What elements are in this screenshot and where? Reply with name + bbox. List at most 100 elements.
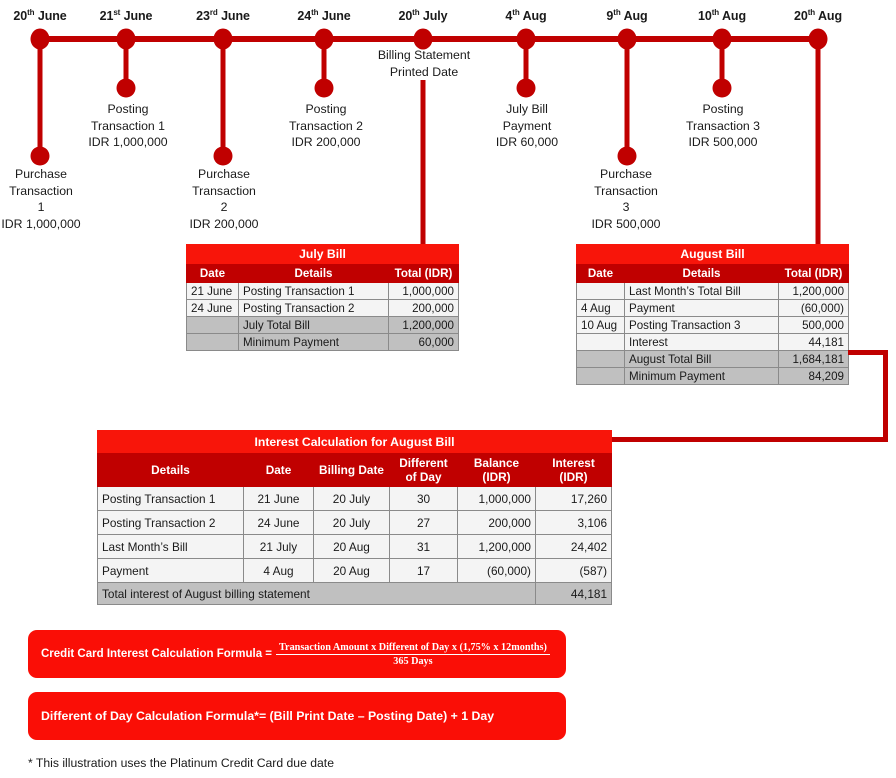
cell-details: Posting Transaction 3 xyxy=(624,316,779,334)
august-bill-title: August Bill xyxy=(575,244,850,264)
table-row: August Total Bill 1,684,181 xyxy=(576,350,850,368)
cell-balance: 1,000,000 xyxy=(457,486,536,511)
interest-table-title: Interest Calculation for August Bill xyxy=(96,430,613,453)
interest-header-billing-date: Billing Date xyxy=(313,452,390,487)
stem-purchase-3 xyxy=(624,42,630,154)
dot-july-bill-payment xyxy=(516,78,536,98)
cell-date xyxy=(576,282,625,300)
table-row: Payment 4 Aug 20 Aug 17 (60,000) (587) xyxy=(97,558,613,583)
cell-date xyxy=(576,333,625,351)
table-row: Minimum Payment 84,209 xyxy=(576,367,850,385)
event-label-purchase-transaction-2: Purchase Transaction 2 IDR 200,000 xyxy=(189,167,259,231)
cell-date: 21 July xyxy=(243,534,314,559)
event-label-billing-statement-printed-date: Billing Statement Printed Date xyxy=(377,48,471,79)
formula-1-label: Credit Card Interest Calculation Formula… xyxy=(41,648,273,660)
cell-total: 1,200,000 xyxy=(777,282,850,300)
table-row: Interest 44,181 xyxy=(576,333,850,351)
connector-interest-segment-vertical xyxy=(883,350,888,442)
cell-total: (60,000) xyxy=(777,299,850,317)
interest-table-title-row: Interest Calculation for August Bill xyxy=(96,430,613,453)
event-label-july-bill-payment: July Bill Payment IDR 60,000 xyxy=(495,102,559,149)
timeline-node-20-june xyxy=(30,28,50,50)
interest-header-balance: Balance (IDR) xyxy=(457,452,536,487)
timeline-date-24-june: 24th June xyxy=(297,8,351,24)
cell-details: July Total Bill xyxy=(238,316,389,334)
event-label-posting-transaction-1: Posting Transaction 1 IDR 1,000,000 xyxy=(88,102,168,149)
interest-calculation-table: Interest Calculation for August Bill Det… xyxy=(96,430,613,605)
cell-details: August Total Bill xyxy=(624,350,779,368)
table-row: July Total Bill 1,200,000 xyxy=(186,316,459,334)
interest-table-header-row: Details Date Billing Date Different of D… xyxy=(97,452,613,487)
july-bill-title-row: July Bill xyxy=(186,244,459,264)
cell-details: Posting Transaction 2 xyxy=(97,510,244,535)
cell-billing-date: 20 Aug xyxy=(313,558,390,583)
cell-interest: 24,402 xyxy=(534,534,613,559)
timeline-node-23-june xyxy=(213,28,233,50)
cell-date: 4 Aug xyxy=(243,558,314,583)
dot-purchase-3 xyxy=(617,146,637,166)
formula-1-fraction: Transaction Amount x Different of Day x … xyxy=(276,642,550,667)
timeline-node-20-july xyxy=(413,28,433,50)
table-row: 24 June Posting Transaction 2 200,000 xyxy=(186,299,459,317)
credit-card-interest-formula-box: Credit Card Interest Calculation Formula… xyxy=(28,630,566,678)
cell-date: 21 June xyxy=(186,282,239,300)
cell-date xyxy=(576,367,625,385)
timeline-date-4-aug: 4th Aug xyxy=(505,8,547,24)
cell-total: 1,684,181 xyxy=(777,350,850,368)
cell-date xyxy=(576,350,625,368)
august-bill-header-total: Total (IDR) xyxy=(777,263,850,283)
cell-date xyxy=(186,316,239,334)
cell-details: Payment xyxy=(97,558,244,583)
timeline-date-20-aug: 20th Aug xyxy=(794,8,842,24)
cell-details: Posting Transaction 2 xyxy=(238,299,389,317)
table-row: Last Month’s Bill 21 July 20 Aug 31 1,20… xyxy=(97,534,613,559)
connector-interest-segment-horizontal-top xyxy=(848,350,888,355)
dot-posting-1 xyxy=(116,78,136,98)
interest-total-label: Total interest of August billing stateme… xyxy=(97,582,536,605)
cell-different-of-day: 17 xyxy=(389,558,458,583)
event-label-purchase-transaction-3: Purchase Transaction 3 IDR 500,000 xyxy=(591,167,661,231)
event-label-posting-transaction-3: Posting Transaction 3 IDR 500,000 xyxy=(685,102,761,149)
cell-details: Minimum Payment xyxy=(624,367,779,385)
table-row: Last Month’s Total Bill 1,200,000 xyxy=(576,282,850,300)
cell-interest: (587) xyxy=(534,558,613,583)
cell-different-of-day: 30 xyxy=(389,486,458,511)
event-label-purchase-transaction-1: Purchase Transaction 1 IDR 1,000,000 xyxy=(1,167,81,231)
dot-purchase-2 xyxy=(213,146,233,166)
cell-total: 84,209 xyxy=(777,367,850,385)
stem-posting-1 xyxy=(123,42,129,86)
timeline-date-9-aug: 9th Aug xyxy=(606,8,648,24)
cell-details: Last Month’s Bill xyxy=(97,534,244,559)
cell-total: 1,000,000 xyxy=(388,282,459,300)
different-of-day-formula-box: Different of Day Calculation Formula*= (… xyxy=(28,692,566,740)
july-bill-header-row: Date Details Total (IDR) xyxy=(186,263,459,283)
stem-july-bill-payment xyxy=(523,42,529,86)
cell-total: 60,000 xyxy=(388,333,459,351)
cell-details: Interest xyxy=(624,333,779,351)
event-label-posting-transaction-2: Posting Transaction 2 IDR 200,000 xyxy=(288,102,364,149)
stem-purchase-2 xyxy=(220,42,226,154)
stem-posting-3 xyxy=(719,42,725,86)
august-bill-header-row: Date Details Total (IDR) xyxy=(576,263,850,283)
cell-billing-date: 20 Aug xyxy=(313,534,390,559)
interest-table-total-row: Total interest of August billing stateme… xyxy=(97,582,613,605)
timeline-node-10-aug xyxy=(712,28,732,50)
timeline-date-20-july: 20th July xyxy=(398,8,448,24)
stem-purchase-1 xyxy=(37,42,43,154)
interest-header-interest: Interest (IDR) xyxy=(534,452,613,487)
august-bill-header-details: Details xyxy=(624,263,779,283)
interest-header-date: Date xyxy=(243,452,314,487)
august-bill-header-date: Date xyxy=(576,263,625,283)
interest-header-details: Details xyxy=(97,452,244,487)
dot-purchase-1 xyxy=(30,146,50,166)
formula-2-text: Different of Day Calculation Formula*= (… xyxy=(41,709,495,723)
cell-billing-date: 20 July xyxy=(313,486,390,511)
cell-billing-date: 20 July xyxy=(313,510,390,535)
cell-interest: 3,106 xyxy=(534,510,613,535)
table-row: 21 June Posting Transaction 1 1,000,000 xyxy=(186,282,459,300)
cell-date: 4 Aug xyxy=(576,299,625,317)
august-bill-title-row: August Bill xyxy=(575,244,850,264)
timeline-node-21-june xyxy=(116,28,136,50)
timeline-date-21-june: 21st June xyxy=(99,8,153,24)
cell-date: 21 June xyxy=(243,486,314,511)
